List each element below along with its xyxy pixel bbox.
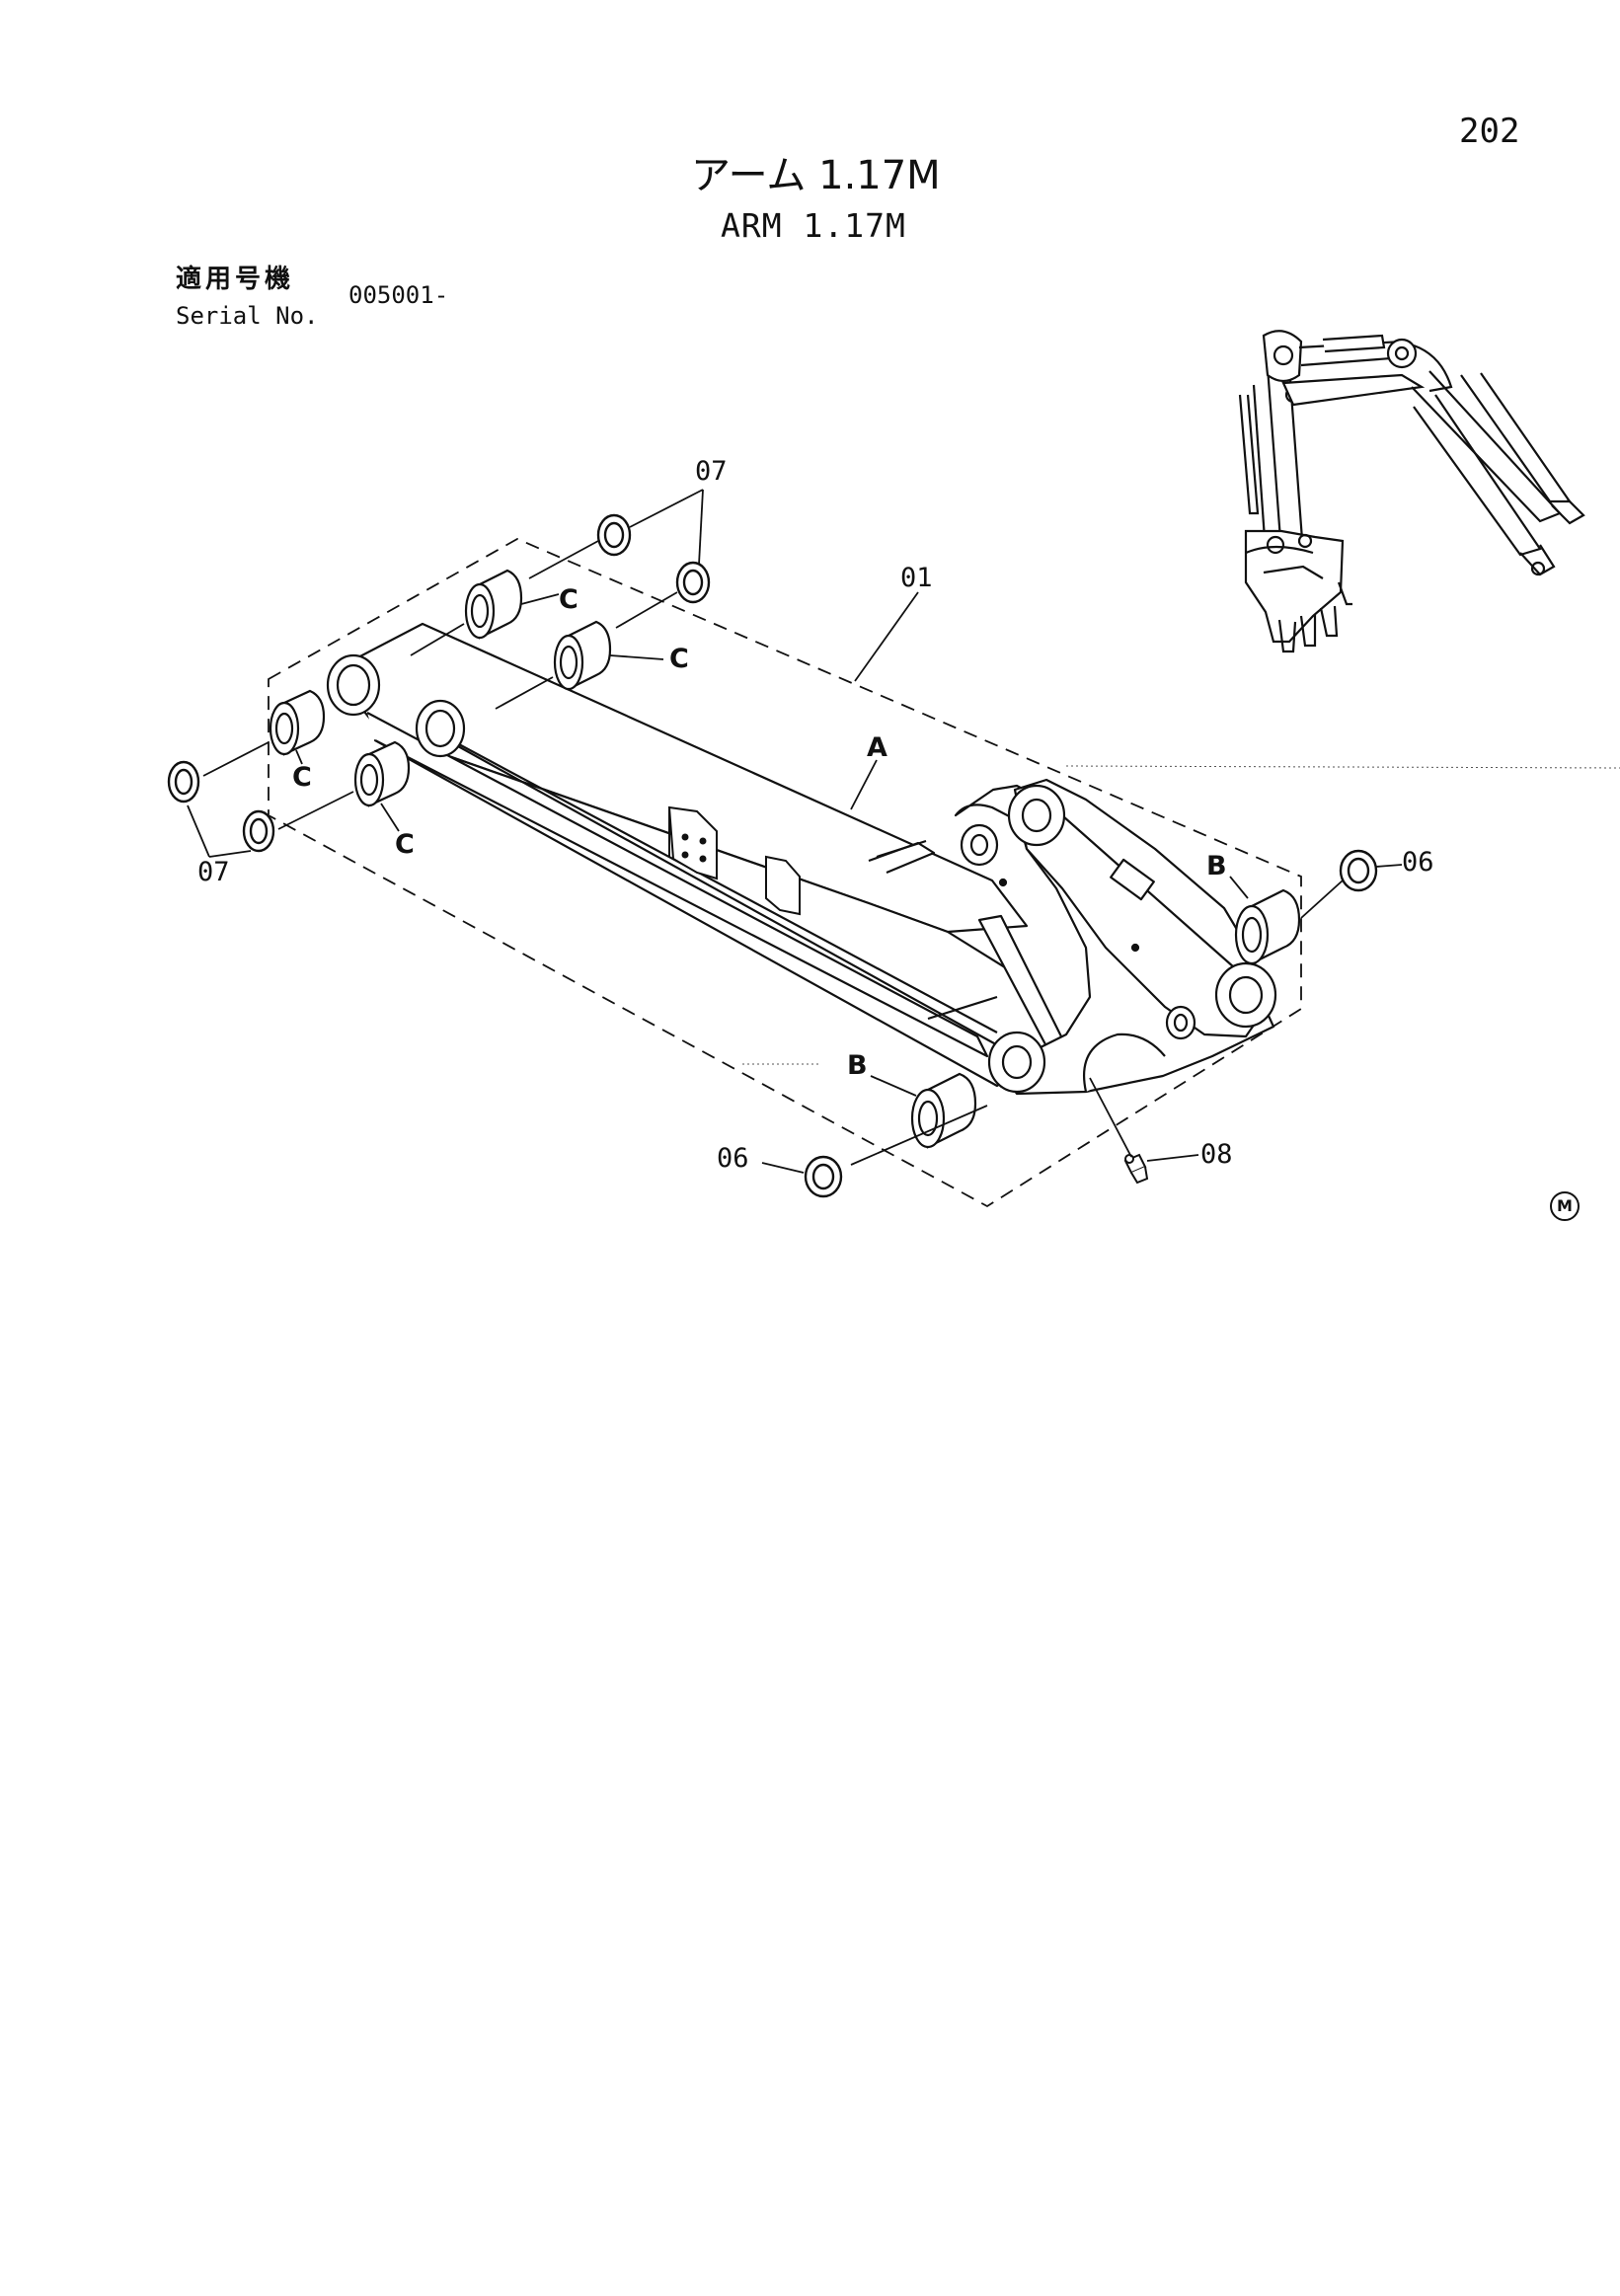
arm-mounting-brackets	[667, 805, 801, 916]
callout-08: 08	[1200, 1139, 1233, 1170]
callout-07-left: 07	[197, 857, 230, 887]
maker-mark: M	[1550, 1191, 1580, 1221]
arm-assembly-drawing	[330, 622, 1275, 1096]
callout-a: A	[867, 732, 887, 763]
grease-fitting-icon	[1123, 1153, 1149, 1185]
arm-pin-bosses	[326, 653, 1277, 1094]
callout-06-right: 06	[1402, 847, 1434, 878]
callout-06-left: 06	[717, 1143, 749, 1174]
page-title-japanese: アーム 1.17M	[691, 153, 941, 198]
callout-b-right: B	[1206, 851, 1227, 881]
callout-b-left: B	[847, 1050, 868, 1081]
excavator-overview-icon	[1238, 330, 1585, 653]
serial-number-value: 005001-	[348, 281, 449, 309]
page-title-english: ARM 1.17M	[721, 206, 906, 245]
callout-c-top-2: C	[669, 644, 689, 674]
callout-c-left-1: C	[292, 762, 312, 793]
callout-07-top: 07	[695, 456, 728, 487]
callout-01: 01	[900, 563, 933, 593]
callout-labels: 07 01 C C C C 07 A B 06 B 06 08	[197, 456, 1434, 1174]
page-number: 202	[1459, 112, 1520, 151]
callout-c-left-2: C	[395, 829, 415, 860]
registration-line	[1065, 765, 1620, 769]
serial-label-english: Serial No.	[176, 302, 319, 330]
seal-ring-icon	[167, 513, 1378, 1198]
serial-label-japanese: 適用号機	[176, 265, 295, 294]
bushing-icon	[269, 569, 1301, 1149]
callout-c-top-1: C	[559, 584, 579, 615]
leader-lines	[187, 489, 1403, 1174]
